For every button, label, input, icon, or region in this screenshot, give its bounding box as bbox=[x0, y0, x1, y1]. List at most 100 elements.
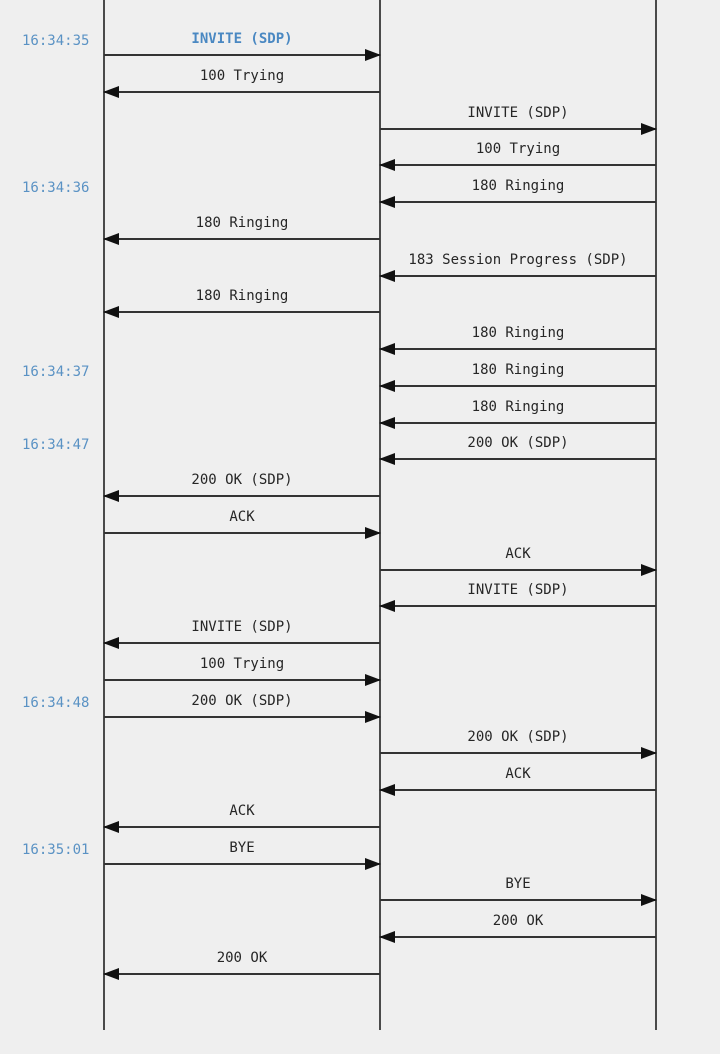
arrow-line bbox=[380, 127, 656, 130]
arrow-left-icon bbox=[379, 416, 395, 429]
arrow-left-icon bbox=[103, 232, 119, 245]
message-label: 100 Trying bbox=[475, 141, 561, 158]
message-label: 180 Ringing bbox=[471, 361, 565, 378]
arrow-line bbox=[104, 825, 380, 828]
message-label: INVITE (SDP) bbox=[467, 582, 569, 599]
timestamp-label: 16:34:35 bbox=[22, 33, 90, 49]
message-label: 100 Trying bbox=[199, 67, 285, 84]
message-arrow: INVITE (SDP) bbox=[379, 581, 656, 613]
message-arrow: INVITE (SDP) bbox=[103, 618, 380, 650]
lifeline-right bbox=[655, 0, 657, 1030]
message-arrow: ACK bbox=[380, 545, 657, 577]
message-label: ACK bbox=[505, 766, 531, 782]
message-label: 200 OK bbox=[492, 913, 544, 929]
arrow-right-icon bbox=[365, 710, 381, 723]
message-label: 200 OK (SDP) bbox=[467, 729, 569, 746]
message-label: 180 Ringing bbox=[195, 288, 289, 305]
message-arrow: 200 OK bbox=[379, 912, 656, 944]
arrow-left-icon bbox=[379, 931, 395, 943]
message-label: 180 Ringing bbox=[471, 398, 565, 415]
arrow-left-icon bbox=[379, 379, 395, 392]
message-arrow: 183 Session Progress (SDP) bbox=[379, 251, 656, 283]
arrow-line bbox=[380, 899, 656, 902]
arrow-left-icon bbox=[379, 600, 395, 613]
message-arrow: 180 Ringing bbox=[379, 177, 656, 209]
message-label: BYE bbox=[229, 839, 255, 856]
lifeline-middle bbox=[379, 0, 381, 1030]
message-label: 183 Session Progress (SDP) bbox=[408, 251, 628, 268]
arrow-left-icon bbox=[103, 85, 119, 98]
arrow-line bbox=[380, 421, 656, 424]
arrow-line bbox=[380, 164, 656, 167]
arrow-left-icon bbox=[103, 820, 119, 833]
message-label: BYE bbox=[505, 876, 531, 893]
arrow-line bbox=[104, 311, 380, 314]
arrow-left-icon bbox=[379, 343, 395, 355]
message-label: 180 Ringing bbox=[195, 214, 289, 231]
arrow-right-icon bbox=[365, 857, 381, 870]
message-arrow: INVITE (SDP) bbox=[104, 30, 381, 62]
arrow-line bbox=[380, 936, 656, 938]
arrow-left-icon bbox=[379, 196, 395, 208]
arrow-line bbox=[104, 642, 380, 644]
arrow-left-icon bbox=[379, 784, 395, 796]
message-arrow: 200 OK (SDP) bbox=[380, 728, 657, 760]
arrow-left-icon bbox=[103, 306, 119, 319]
arrow-left-icon bbox=[379, 269, 395, 282]
message-arrow: 180 Ringing bbox=[379, 361, 656, 393]
arrow-line bbox=[380, 568, 656, 571]
message-label: INVITE (SDP) bbox=[191, 619, 293, 635]
message-arrow: 180 Ringing bbox=[103, 214, 380, 246]
timestamp-label: 16:35:01 bbox=[22, 841, 90, 858]
message-arrow: 200 OK bbox=[103, 949, 380, 981]
timestamp-label: 16:34:36 bbox=[22, 180, 90, 196]
arrow-left-icon bbox=[103, 490, 119, 502]
arrow-line bbox=[380, 605, 656, 608]
message-label: 200 OK bbox=[216, 949, 268, 966]
message-label: 100 Trying bbox=[199, 655, 285, 672]
message-label: INVITE (SDP) bbox=[191, 31, 293, 47]
arrow-left-icon bbox=[379, 453, 395, 466]
message-label: ACK bbox=[229, 508, 255, 525]
message-arrow: 100 Trying bbox=[104, 655, 381, 687]
message-label: 200 OK (SDP) bbox=[467, 435, 569, 452]
message-arrow: ACK bbox=[379, 765, 656, 797]
message-label: 180 Ringing bbox=[471, 325, 565, 341]
arrow-line bbox=[104, 972, 380, 975]
arrow-line bbox=[104, 90, 380, 93]
message-arrow: INVITE (SDP) bbox=[380, 104, 657, 136]
lifeline-left bbox=[103, 0, 105, 1030]
arrow-line bbox=[104, 715, 380, 718]
arrow-line bbox=[380, 789, 656, 791]
message-arrow: 200 OK (SDP) bbox=[379, 434, 656, 466]
timestamp-label: 16:34:48 bbox=[22, 694, 90, 711]
message-arrow: 180 Ringing bbox=[379, 398, 656, 430]
message-arrow: 180 Ringing bbox=[103, 287, 380, 319]
message-label: INVITE (SDP) bbox=[467, 104, 569, 121]
arrow-left-icon bbox=[103, 637, 119, 649]
arrow-line bbox=[380, 458, 656, 461]
arrow-line bbox=[380, 752, 656, 755]
message-label: 180 Ringing bbox=[471, 178, 565, 194]
arrow-left-icon bbox=[379, 159, 395, 172]
message-label: ACK bbox=[229, 802, 255, 819]
message-arrow: 200 OK (SDP) bbox=[103, 471, 380, 503]
message-label: 200 OK (SDP) bbox=[191, 692, 293, 709]
message-label: 200 OK (SDP) bbox=[191, 472, 293, 488]
message-arrow: ACK bbox=[104, 508, 381, 540]
arrow-right-icon bbox=[365, 49, 381, 61]
arrow-right-icon bbox=[641, 747, 657, 760]
arrow-line bbox=[380, 274, 656, 277]
arrow-line bbox=[380, 201, 656, 203]
arrow-right-icon bbox=[641, 122, 657, 135]
arrow-line bbox=[104, 862, 380, 865]
arrow-right-icon bbox=[365, 673, 381, 686]
arrow-line bbox=[104, 678, 380, 681]
arrow-left-icon bbox=[103, 967, 119, 980]
message-arrow: 100 Trying bbox=[103, 67, 380, 99]
timestamp-label: 16:34:37 bbox=[22, 363, 90, 380]
message-arrow: 100 Trying bbox=[379, 140, 656, 172]
message-arrow: ACK bbox=[103, 802, 380, 834]
arrow-line bbox=[380, 348, 656, 350]
